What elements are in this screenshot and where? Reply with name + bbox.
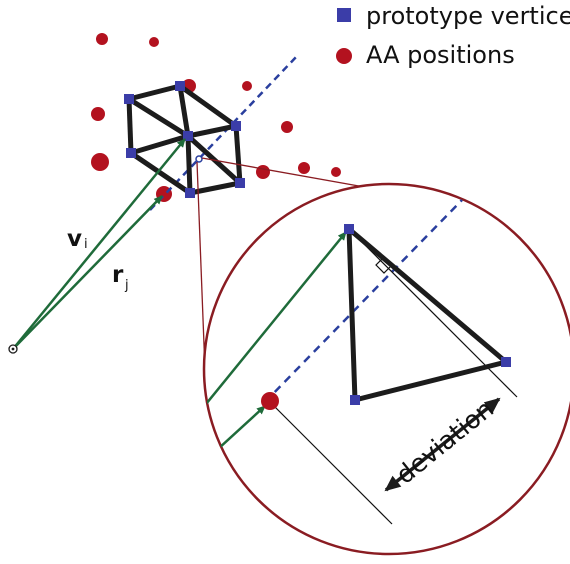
vector-r-subscript: j: [124, 278, 129, 293]
mesh-edge: [126, 96, 191, 139]
mesh-edge: [126, 83, 183, 102]
mesh-edge: [126, 96, 134, 156]
mesh-edge: [177, 83, 239, 129]
vector-r-label: r j: [112, 262, 129, 293]
aa-position: [298, 162, 310, 174]
vector-r-j: [12, 195, 163, 350]
zoom-prototype-vertex: [350, 395, 360, 405]
vector-v-i: [12, 138, 186, 350]
aa-position: [149, 37, 159, 47]
aa-position: [256, 165, 270, 179]
prototype-vertex: [126, 148, 136, 158]
zoom-prototype-vertex-i: [344, 224, 354, 234]
mesh-edge: [233, 123, 243, 186]
aa-position: [96, 33, 108, 45]
prototype-mesh: [126, 83, 243, 196]
vertex-projection-line: [348, 228, 518, 398]
origin-marker: [8, 344, 18, 354]
zoom-connector-upper: [201, 157, 371, 189]
position-vectors: [12, 138, 186, 350]
prototype-vertex: [185, 188, 195, 198]
legend-vertex-label: prototype vertices: [366, 2, 570, 30]
legend: prototype vertices AA positions: [336, 2, 570, 69]
vector-v-subscript: i: [84, 237, 88, 252]
prototype-vertex: [231, 121, 241, 131]
zoom-mesh-edge: [352, 359, 509, 403]
prototype-vertices: [124, 81, 245, 198]
zoom-aa-position-j: [261, 392, 279, 410]
deviation-arrow: [384, 397, 501, 492]
zoom-vector-v-i: [204, 231, 347, 437]
mesh-edge: [177, 83, 191, 139]
mesh-edge: [128, 150, 193, 196]
zoom-mesh-edge: [346, 226, 509, 365]
prototype-vertex: [175, 81, 185, 91]
vector-v-symbol: v: [67, 226, 82, 252]
prototype-vertex: [124, 94, 134, 104]
axis-anchor-marker: [195, 155, 203, 163]
aa-projection-line: [269, 401, 393, 525]
legend-aa-swatch: [336, 48, 352, 64]
aa-position: [281, 121, 293, 133]
zoom-vertices: [344, 224, 511, 405]
zoom-triangle: [346, 226, 509, 403]
legend-vertex-swatch: [337, 8, 351, 22]
legend-aa-label: AA positions: [366, 41, 515, 69]
vector-v-label: v i: [67, 226, 88, 252]
aa-position: [91, 107, 105, 121]
mesh-edge: [185, 123, 239, 139]
prototype-vertex: [235, 178, 245, 188]
zoom-mesh-edge: [346, 226, 358, 403]
zoom-circle: [202, 182, 570, 556]
vector-r-symbol: r: [112, 262, 124, 288]
zoom-axis-line: [264, 199, 463, 403]
aa-position: [331, 167, 341, 177]
aa-position: [242, 81, 252, 91]
prototype-vertex-i: [183, 131, 193, 141]
zoom-prototype-vertex: [501, 357, 511, 367]
aa-position: [91, 153, 109, 171]
mesh-edge: [185, 133, 193, 196]
